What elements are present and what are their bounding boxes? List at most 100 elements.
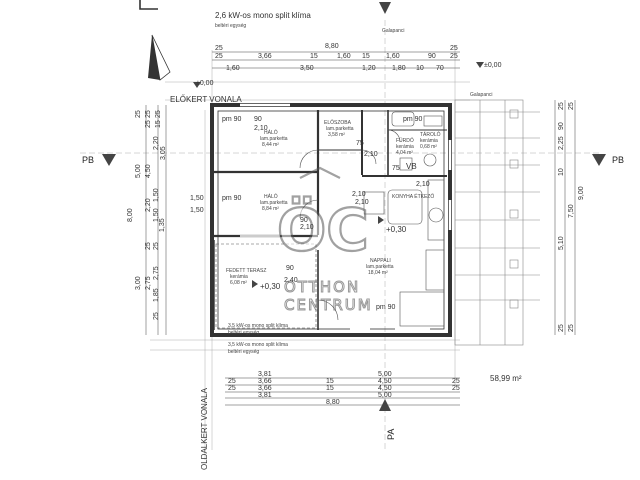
dim-value: 25 (558, 102, 565, 110)
room-area: 8,44 m² (262, 142, 279, 148)
svg-text:CENTRUM: CENTRUM (284, 296, 373, 314)
level-terrace-label: +0,30 (260, 282, 281, 291)
dim-value: 7,50 (568, 204, 575, 218)
room-info: lam.parketta (260, 136, 288, 142)
room-area: 0,68 m² (420, 144, 437, 150)
dim-value: 15 (155, 120, 162, 128)
opening-dim: pm 90 (376, 304, 396, 311)
dim-value: 25 (450, 45, 458, 52)
dim-value: 25 (155, 110, 162, 118)
opening-dim: 2,10 (355, 199, 369, 206)
room-name: HÁLÓ (264, 129, 278, 136)
dim-value: 4,50 (378, 385, 392, 392)
pergola-grid (454, 99, 540, 346)
room-info: lam.parketta (366, 264, 394, 270)
dim-value: 25 (228, 378, 236, 385)
opening-dim: 2,10 (300, 224, 314, 231)
dim-value: 1,35 (159, 218, 166, 232)
opening-dim: pm 90 (222, 116, 242, 123)
dim-value: 15 (326, 385, 334, 392)
room-info: lam.parketta (326, 126, 354, 132)
frame-corner-mark (139, 0, 158, 10)
room-furdo: FÜRDŐ kerámia 4,04 m² (396, 137, 414, 156)
svg-text:OTTHON: OTTHON (284, 278, 360, 296)
dimension-lines (145, 51, 576, 406)
room-halo-2: HÁLÓ lam.parketta 8,84 m² (260, 193, 288, 212)
room-name: FEDETT TERASZ (226, 268, 266, 274)
dimension-chain-bottom-3: 25 3,66 15 4,50 25 (228, 385, 460, 392)
dim-value: 25 (452, 385, 460, 392)
level-marker-icon (193, 62, 484, 288)
section-marker-pb-right-icon (592, 154, 606, 166)
dim-value: 10 (558, 168, 565, 176)
dim-value: 1,50 (153, 188, 160, 202)
walls (210, 103, 452, 337)
dimension-chain-bottom-1: 3,81 5,00 (258, 371, 392, 378)
section-marker-pa-bottom-icon (379, 399, 391, 411)
room-area: 3,58 m² (328, 132, 345, 138)
dim-value: 25 (228, 385, 236, 392)
room-eloszoba: ELŐSZOBA lam.parketta 3,58 m² (324, 119, 354, 138)
level-room-label: +0,30 (386, 225, 407, 234)
room-tarolo: TÁROLÓ kerámia 0,68 m² (420, 131, 441, 150)
dim-value: 3,66 (258, 378, 272, 385)
ac-unit-label-bottom-1-sub: beltéri egység (228, 330, 259, 336)
dim-value: 3,50 (300, 65, 314, 72)
opening-dim: 90 (300, 217, 308, 224)
dim-value: 25 (135, 110, 142, 118)
opening-dim: 75 (392, 165, 400, 172)
dim-value: 10 (416, 65, 424, 72)
bathroom-fixtures (391, 111, 443, 171)
dim-value: 5,00 (135, 164, 142, 178)
dim-value: 3,05 (160, 146, 167, 160)
ac-unit-label-top-sub: beltéri egység (215, 23, 246, 29)
pb-label-right: PB (612, 155, 624, 165)
dim-value: 3,81 (258, 392, 272, 399)
room-info: lam.parketta (260, 200, 288, 206)
room-area: 8,84 m² (262, 206, 279, 212)
dim-value: 25 (145, 242, 152, 250)
dim-value: 8,80 (325, 43, 339, 50)
dim-value: 25 (568, 102, 575, 110)
dim-value: 9,00 (578, 186, 585, 200)
room-info: kerámia (396, 144, 414, 150)
ac-unit-label-top: 2,6 kW-os mono split klíma (215, 11, 311, 20)
oldalkert-vonala-label: OLDALKERT VONALA (200, 387, 209, 470)
dim-value: 25 (558, 324, 565, 332)
dim-value: 1,20 (362, 65, 376, 72)
section-marker-pb-left-icon (102, 154, 116, 166)
galapanci-label-right: Galapanci (470, 92, 493, 98)
dim-value: 3,66 (258, 53, 272, 60)
dim-value: 15 (326, 378, 334, 385)
room-nappali: NAPPALI lam.parketta 18,04 m² (366, 258, 394, 276)
dim-value: 25 (145, 120, 152, 128)
ac-unit-label-bottom-2-sub: beltéri egység (228, 349, 259, 355)
dim-value: 3,66 (258, 385, 272, 392)
room-name: ELŐSZOBA (324, 119, 352, 126)
watermark-logo: ÖC OTTHON CENTRUM (276, 166, 373, 315)
svg-text:ÖC: ÖC (277, 195, 369, 264)
room-terasz: FEDETT TERASZ kerámia 6,08 m² (226, 268, 266, 286)
dim-value: 1,60 (337, 53, 351, 60)
room-area: 18,04 m² (368, 270, 388, 276)
opening-dim: 2,40 (284, 277, 298, 284)
dimension-chain-top-2: 25 3,66 15 1,60 15 1,60 90 25 (215, 53, 458, 60)
dim-value: 5,00 (378, 371, 392, 378)
dim-value: 8,00 (127, 208, 134, 222)
door-swings (299, 129, 401, 321)
opening-dim: 1,50 (190, 195, 204, 202)
vb-label: VB (406, 162, 417, 171)
dim-value: 25 (215, 45, 223, 52)
room-name: FÜRDŐ (396, 137, 414, 144)
level-top-right-label: ±0,00 (484, 62, 502, 69)
pb-label-left: PB (82, 155, 94, 165)
room-info: kerámia (230, 274, 248, 280)
dim-value: 1,50 (153, 208, 160, 222)
dim-value: 15 (310, 53, 318, 60)
dim-value: 1,80 (392, 65, 406, 72)
opening-dim: 90 (254, 116, 262, 123)
dim-value: 25 (153, 312, 160, 320)
room-name: TÁROLÓ (420, 131, 441, 138)
dimension-chain-top-1: 25 8,80 25 (215, 43, 458, 52)
